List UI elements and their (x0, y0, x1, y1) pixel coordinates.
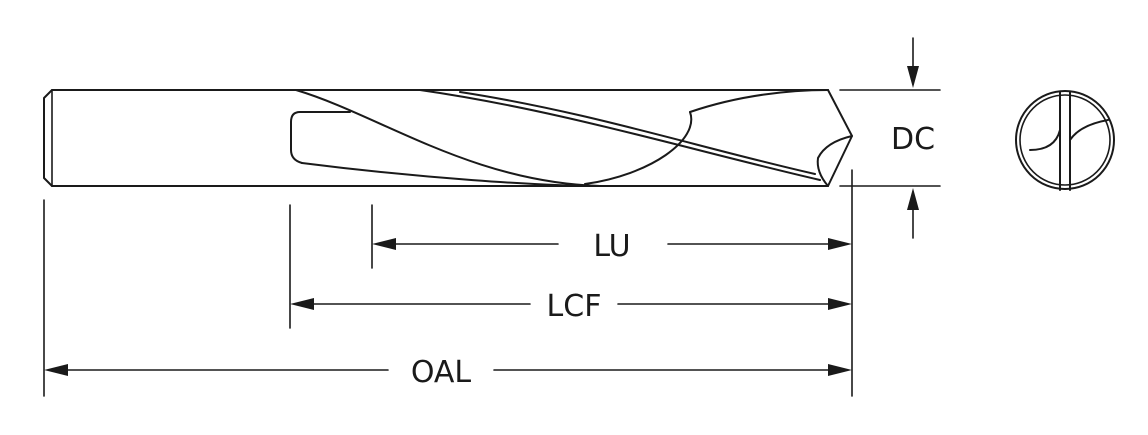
dc-label: DC (891, 122, 935, 157)
dc-dimension: DC (891, 37, 935, 239)
lu-label: LU (593, 229, 630, 264)
lu-dimension: LU (372, 229, 852, 264)
flute-edge-2b (459, 91, 816, 175)
oal-label: OAL (411, 355, 472, 390)
flute-edge-1a (295, 89, 601, 187)
flute-runout (290, 111, 351, 164)
lcf-dimension: LCF (290, 289, 852, 324)
lcf-label: LCF (547, 289, 602, 324)
flute-edge-3b (584, 111, 693, 185)
drill-point (827, 89, 853, 187)
flute-edge-2a (419, 89, 821, 181)
drill-side-view (43, 89, 853, 187)
cutting-lip (816, 135, 853, 187)
extension-lines (43, 89, 941, 397)
oal-dimension: OAL (44, 355, 852, 390)
flute-edge-1b (301, 162, 601, 187)
drill-end-view (1015, 90, 1115, 191)
flute-edge-3a (689, 89, 829, 113)
shank-end (43, 89, 53, 187)
